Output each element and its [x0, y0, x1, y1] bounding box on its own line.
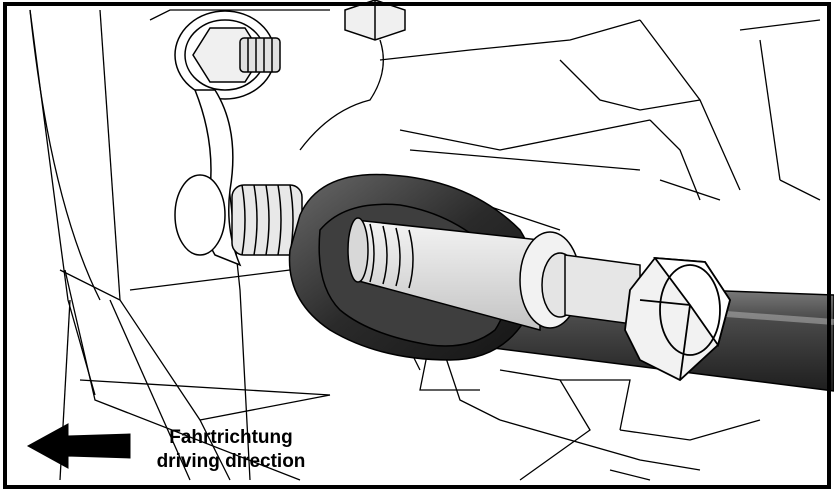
caption-english: driving direction [156, 451, 306, 472]
upper-nut [174, 10, 281, 100]
lower-stud [174, 174, 303, 256]
frame-border [3, 2, 831, 489]
hex-nut [624, 256, 731, 382]
top-nut [344, 0, 406, 41]
bolt-shaft [347, 217, 541, 331]
caption-german: Fahrtrichtung [169, 427, 293, 448]
bracket-linework [29, 9, 821, 481]
direction-arrow-icon [26, 423, 131, 469]
